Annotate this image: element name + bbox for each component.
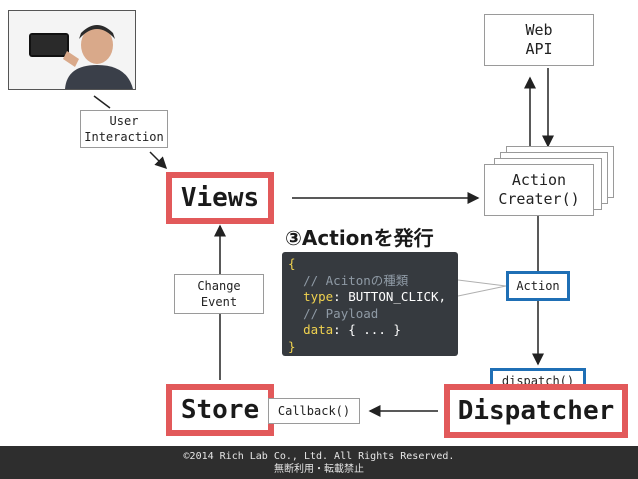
action-creator-node: Action Creater() — [484, 164, 594, 216]
user-photo — [8, 10, 136, 90]
interaction-to-views-arrow — [149, 151, 168, 170]
code-type-value: BUTTON_CLICK, — [348, 289, 447, 304]
code-open-brace: { — [288, 256, 296, 271]
code-type-key: type — [303, 289, 334, 304]
web-api-node: Web API — [484, 14, 594, 66]
callback-node: Callback() — [268, 398, 360, 424]
change-event-node: Change Event — [174, 274, 264, 314]
user-interaction-node: User Interaction — [80, 110, 168, 148]
footer: ©2014 Rich Lab Co., Ltd. All Rights Rese… — [0, 446, 638, 479]
footer-copyright: ©2014 Rich Lab Co., Ltd. All Rights Rese… — [183, 451, 455, 462]
footer-notice: 無断利用・転載禁止 — [274, 464, 364, 475]
code-comment-payload: // Payload — [303, 305, 379, 321]
code-callout-pointer — [457, 279, 507, 297]
views-node: Views — [166, 172, 274, 224]
person-holding-phone-illustration — [9, 11, 135, 89]
store-node: Store — [166, 384, 274, 436]
action-code-block: { // Acitonの種類 type: BUTTON_CLICK, // Pa… — [282, 252, 458, 356]
code-data-key: data — [303, 322, 334, 337]
photo-to-interaction-line — [93, 95, 111, 109]
code-comment-type: // Acitonの種類 — [303, 272, 409, 288]
step-label: ③Actionを発行 — [285, 226, 434, 250]
code-close-brace: } — [288, 338, 296, 354]
code-data-value: { ... } — [348, 322, 401, 337]
action-node: Action — [506, 271, 570, 301]
dispatcher-node: Dispatcher — [444, 384, 628, 438]
